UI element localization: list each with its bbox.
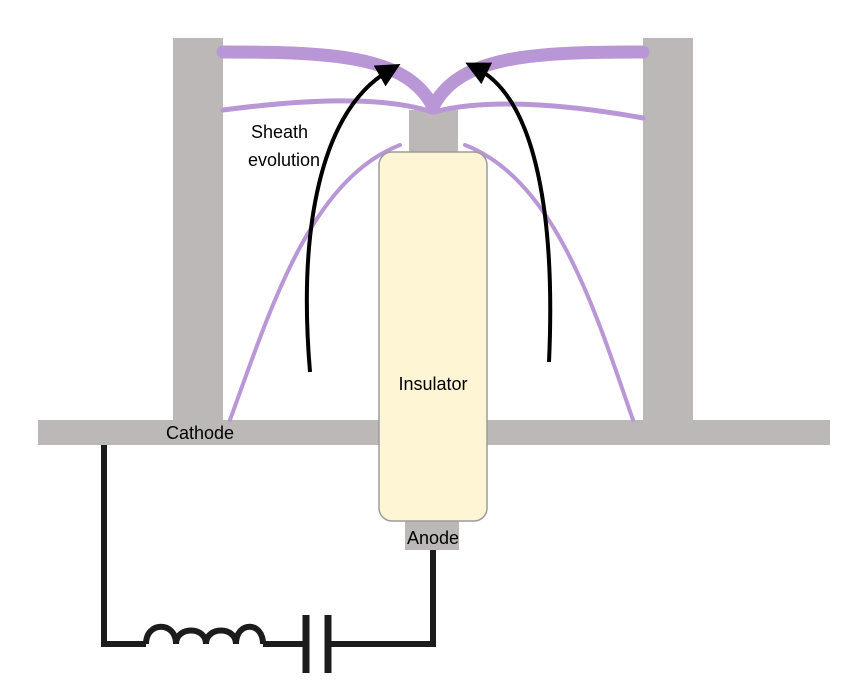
insulator-label: Insulator: [398, 374, 467, 394]
sheath-front-outer-right: [427, 45, 650, 112]
inductor-coil-icon: [143, 623, 266, 645]
sheath-front-inner-right: [463, 143, 635, 422]
cathode-left-wall: [173, 38, 223, 422]
cathode-right-wall: [643, 38, 693, 422]
sheath-front-inner-left: [228, 143, 402, 422]
sheath-front-outer-left: [216, 45, 439, 112]
sheath-label-line2: evolution: [248, 150, 320, 170]
sheath-evolution-arrow-left: [304, 64, 401, 373]
circuit-wire-left: [101, 445, 146, 647]
circuit-wire-right: [328, 550, 436, 647]
cathode-label: Cathode: [166, 423, 234, 443]
external-circuit: [101, 445, 436, 673]
current-sheath: [216, 45, 650, 422]
sheath-front-mid-left: [220, 98, 435, 115]
anode-label: Anode: [407, 528, 459, 548]
anode-tip: [409, 110, 458, 155]
sheath-evolution-arrow-right: [465, 62, 553, 363]
sheath-evolution-label: Sheath evolution: [248, 122, 320, 170]
sheath-label-line1: Sheath: [251, 122, 308, 142]
anode-base: [405, 518, 459, 550]
sheath-front-mid-right: [431, 101, 646, 121]
sheath-evolution-arrows: [304, 62, 553, 373]
insulator-body: [378, 151, 488, 522]
